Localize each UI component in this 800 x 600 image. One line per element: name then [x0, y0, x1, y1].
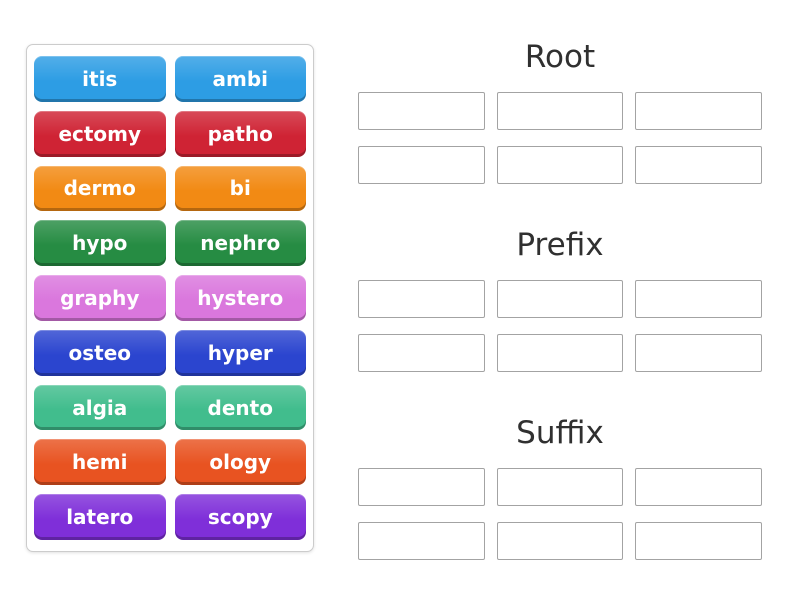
word-tile-label: ectomy — [58, 121, 142, 146]
drop-slot[interactable] — [496, 522, 624, 560]
drop-slot[interactable] — [358, 92, 485, 130]
drop-slot[interactable] — [358, 334, 485, 372]
word-tile-label: graphy — [60, 285, 140, 310]
word-tile-label: hypo — [72, 231, 128, 256]
tile-ambi[interactable]: ambi — [174, 56, 306, 102]
drop-slot[interactable] — [496, 468, 624, 506]
word-tile-label: algia — [72, 395, 128, 420]
word-tile-label: patho — [207, 121, 273, 146]
drop-slot[interactable] — [358, 280, 485, 318]
drop-slot[interactable] — [496, 92, 624, 130]
drop-slot[interactable] — [358, 522, 485, 560]
drop-slot[interactable] — [496, 280, 624, 318]
tile-graphy[interactable]: graphy — [34, 275, 166, 321]
word-tile-label: hyper — [207, 340, 273, 365]
drop-slot[interactable] — [635, 146, 762, 184]
drop-slots-prefix — [358, 280, 762, 372]
drop-slot[interactable] — [635, 522, 762, 560]
tile-ology[interactable]: ology — [174, 439, 306, 486]
tile-nephro[interactable]: nephro — [174, 220, 306, 267]
category-title-prefix: Prefix — [516, 227, 604, 263]
drop-slot[interactable] — [635, 468, 762, 506]
drop-slot[interactable] — [496, 146, 624, 184]
category-title-root: Root — [524, 39, 596, 75]
word-tile-label: itis — [82, 66, 118, 91]
category-group-prefix: Prefix — [358, 224, 762, 372]
word-tile-label: latero — [66, 505, 134, 530]
tile-osteo[interactable]: osteo — [34, 329, 166, 376]
word-tile-label: osteo — [68, 340, 131, 365]
tile-scopy[interactable]: scopy — [174, 494, 306, 540]
category-title-suffix: Suffix — [516, 415, 604, 451]
tile-hyper[interactable]: hyper — [174, 329, 306, 376]
drop-slot[interactable] — [635, 280, 762, 318]
word-tile-label: hystero — [197, 285, 284, 310]
drop-slot[interactable] — [496, 334, 624, 372]
drop-slot[interactable] — [635, 334, 762, 372]
tile-itis[interactable]: itis — [34, 56, 166, 102]
word-tile-label: ambi — [212, 66, 268, 91]
word-tile-label: nephro — [200, 231, 281, 256]
tile-hystero[interactable]: hystero — [174, 275, 306, 321]
tile-ectomy[interactable]: ectomy — [34, 110, 166, 157]
word-tile-label: dento — [207, 395, 273, 420]
tile-hemi[interactable]: hemi — [34, 439, 166, 486]
category-group-suffix: Suffix — [358, 412, 762, 560]
tile-dento[interactable]: dento — [174, 384, 306, 431]
drop-slot[interactable] — [358, 146, 485, 184]
word-tile-label: bi — [229, 176, 251, 201]
tile-algia[interactable]: algia — [34, 384, 166, 431]
category-group-root: Root — [358, 36, 762, 184]
answer-tray: itis ambi ectomy patho dermo bi hypo nep… — [26, 44, 314, 552]
drop-slot[interactable] — [635, 92, 762, 130]
drop-slots-root — [358, 92, 762, 184]
drop-slot[interactable] — [358, 468, 485, 506]
tile-latero[interactable]: latero — [34, 494, 166, 540]
tile-hypo[interactable]: hypo — [34, 220, 166, 267]
drop-slots-suffix — [358, 468, 762, 560]
tile-dermo[interactable]: dermo — [34, 165, 166, 212]
tile-patho[interactable]: patho — [174, 110, 306, 157]
word-tile-label: hemi — [72, 450, 128, 475]
word-tile-label: ology — [209, 450, 272, 475]
word-tile-label: scopy — [207, 505, 273, 530]
category-groups: Root Prefix Suffix — [358, 36, 762, 600]
word-tile-label: dermo — [63, 176, 136, 201]
tile-bi[interactable]: bi — [174, 165, 306, 212]
